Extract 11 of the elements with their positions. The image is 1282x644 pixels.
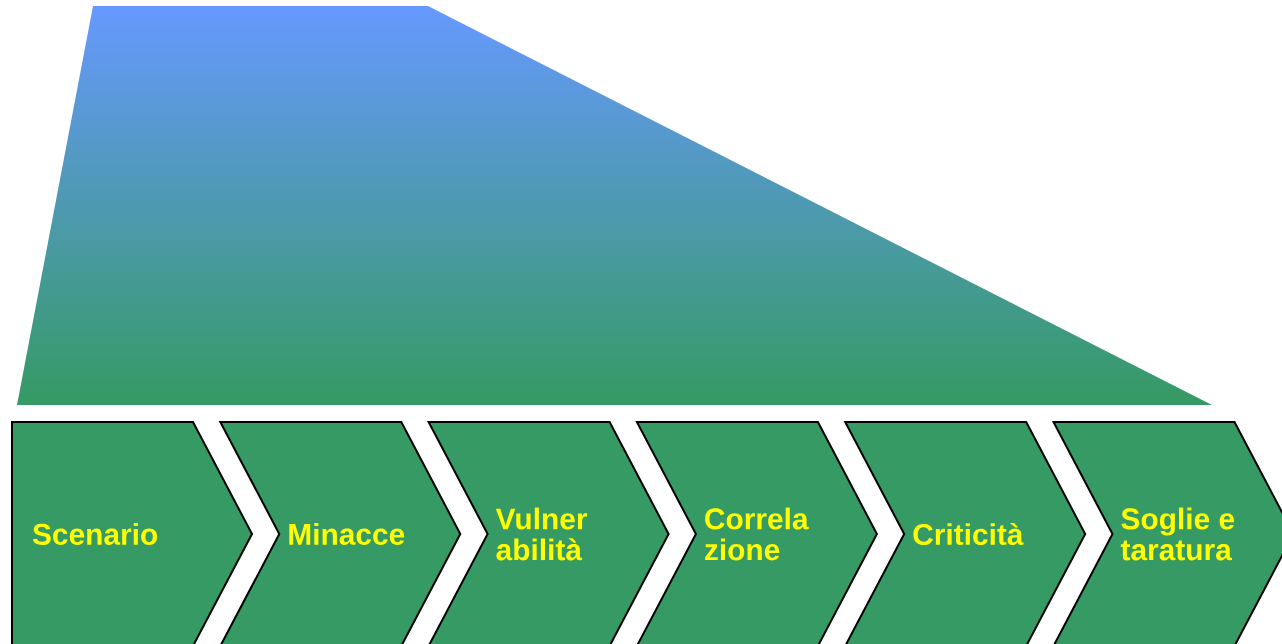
process-step: Criticità	[843, 421, 1087, 644]
process-step: Minacce	[218, 421, 462, 644]
process-step: Soglie e taratura	[1051, 421, 1282, 644]
node-label: Correla zione	[705, 507, 809, 561]
process-step: Correla zione	[635, 421, 879, 644]
node-label: Minacce	[289, 523, 405, 545]
node-label: Vulner abilità	[495, 507, 588, 561]
process-step: Vulner abilità	[426, 421, 670, 644]
node-label: Criticità	[913, 522, 1024, 546]
process-step: Scenario	[11, 421, 254, 644]
node-label: Soglie e taratura	[1120, 507, 1235, 561]
